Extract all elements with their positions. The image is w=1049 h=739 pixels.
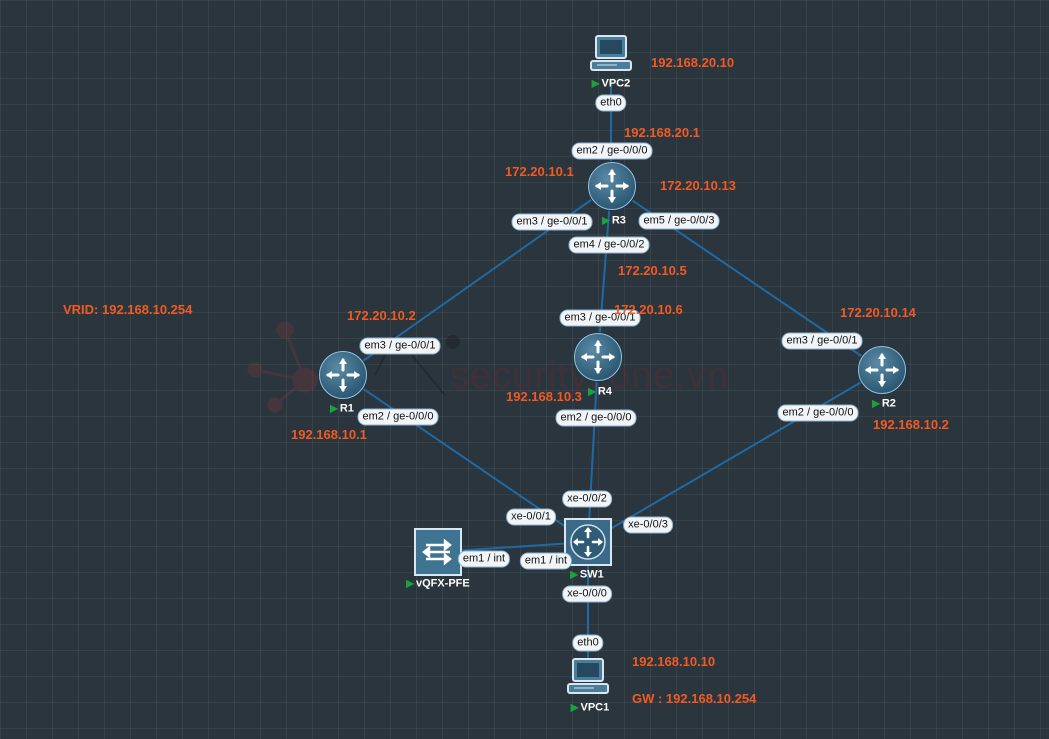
- r4-running-icon: ▶: [588, 386, 596, 398]
- if-sw1-xe2[interactable]: xe-0/0/2: [562, 490, 612, 508]
- ip-r4-lan: 192.168.10.3: [506, 389, 582, 404]
- if-vpc1-eth0[interactable]: eth0: [572, 634, 604, 652]
- if-vpc2-eth0[interactable]: eth0: [595, 94, 627, 112]
- sw1-name: SW1: [579, 568, 604, 581]
- if-sw1-em1[interactable]: em1 / int: [519, 552, 573, 570]
- r4-name: R4: [597, 385, 612, 398]
- if-r2-em2[interactable]: em2 / ge-0/0/0: [777, 404, 859, 422]
- ip-r2-lan: 192.168.10.2: [873, 417, 949, 432]
- if-r4-em2[interactable]: em2 / ge-0/0/0: [555, 409, 637, 427]
- link-r3-r4[interactable]: [597, 185, 612, 358]
- vpc2-running-icon: ▶: [591, 78, 600, 90]
- vrid-note: VRID: 192.168.10.254: [63, 302, 193, 317]
- r3-name: R3: [611, 214, 626, 227]
- sw1-switch-icon[interactable]: [564, 518, 612, 566]
- ip-r2-to-r3: 172.20.10.14: [840, 305, 916, 320]
- r3-label: ▶R3: [602, 215, 626, 228]
- vqfx-pfe-switch-icon[interactable]: [414, 528, 462, 576]
- ip-vpc1: 192.168.10.10: [632, 654, 716, 669]
- if-sw1-xe0[interactable]: xe-0/0/0: [562, 585, 612, 603]
- ip-r1-lan: 192.168.10.1: [291, 427, 367, 442]
- r3-running-icon: ▶: [602, 215, 610, 227]
- r2-name: R2: [881, 397, 896, 410]
- link-r4-sw1[interactable]: [587, 356, 599, 543]
- if-r3-em3[interactable]: em3 / ge-0/0/1: [511, 213, 593, 231]
- vqfx-pfe-name: vQFX-PFE: [415, 577, 470, 590]
- r1-router-icon[interactable]: [319, 351, 367, 399]
- r2-label: ▶R2: [872, 398, 896, 411]
- r1-running-icon: ▶: [330, 403, 338, 415]
- r4-arrows-icon: [581, 340, 615, 374]
- r3-router-icon[interactable]: [588, 162, 636, 210]
- sw1-running-icon: ▶: [570, 569, 578, 581]
- r4-router-icon[interactable]: [574, 333, 622, 381]
- ip-r3-to-r4: 172.20.10.5: [618, 263, 687, 278]
- r1-label: ▶R1: [330, 403, 354, 416]
- vpc1-desktop-pc-icon[interactable]: [564, 657, 612, 697]
- link-r2-sw1[interactable]: [587, 369, 883, 543]
- if-r4-em3[interactable]: em3 / ge-0/0/1: [559, 309, 641, 327]
- if-sw1-xe3[interactable]: xe-0/0/3: [623, 516, 673, 534]
- ip-r3-lan: 192.168.20.1: [624, 125, 700, 140]
- vpc1-label: ▶VPC1: [571, 702, 609, 715]
- if-sw1-xe1[interactable]: xe-0/0/1: [506, 508, 556, 526]
- sw1-label: ▶SW1: [570, 569, 604, 582]
- r1-arrows-icon: [326, 358, 360, 392]
- if-pfe-em1[interactable]: em1 / int: [457, 550, 511, 568]
- r2-running-icon: ▶: [872, 398, 880, 410]
- ip-r3-to-r2: 172.20.10.13: [660, 178, 736, 193]
- vpc1-name: VPC1: [580, 701, 610, 714]
- gw-vpc1: GW : 192.168.10.254: [632, 691, 757, 706]
- vpc2-desktop-pc-icon[interactable]: [587, 34, 635, 74]
- vpc1-running-icon: ▶: [570, 702, 579, 714]
- r4-label: ▶R4: [588, 386, 612, 399]
- vpc2-name: VPC2: [601, 77, 631, 90]
- vqfx-pfe-arrows-icon: [422, 538, 452, 566]
- sw1-arrows-icon: [570, 524, 606, 560]
- vpc2-label: ▶VPC2: [592, 78, 630, 91]
- ip-r1-to-r3: 172.20.10.2: [347, 308, 416, 323]
- if-r3-em5[interactable]: em5 / ge-0/0/3: [638, 212, 720, 230]
- if-r3-em4[interactable]: em4 / ge-0/0/2: [568, 236, 650, 254]
- if-r3-em2[interactable]: em2 / ge-0/0/0: [571, 142, 653, 160]
- link-pfe-sw1[interactable]: [437, 541, 589, 553]
- r2-arrows-icon: [865, 353, 899, 387]
- vqfx-pfe-running-icon: ▶: [406, 578, 414, 590]
- if-r2-em3[interactable]: em3 / ge-0/0/1: [781, 332, 863, 350]
- ip-vpc2: 192.168.20.10: [651, 55, 735, 70]
- ip-r3-to-r1: 172.20.10.1: [505, 164, 574, 179]
- vqfx-pfe-label: ▶vQFX-PFE: [406, 578, 470, 591]
- ip-r4-to-r3: 172.20.10.6: [614, 302, 683, 317]
- if-r1-em2[interactable]: em2 / ge-0/0/0: [357, 408, 439, 426]
- r3-arrows-icon: [595, 169, 629, 203]
- if-r1-em3[interactable]: em3 / ge-0/0/1: [359, 337, 441, 355]
- r2-router-icon[interactable]: [858, 346, 906, 394]
- r1-name: R1: [339, 402, 354, 415]
